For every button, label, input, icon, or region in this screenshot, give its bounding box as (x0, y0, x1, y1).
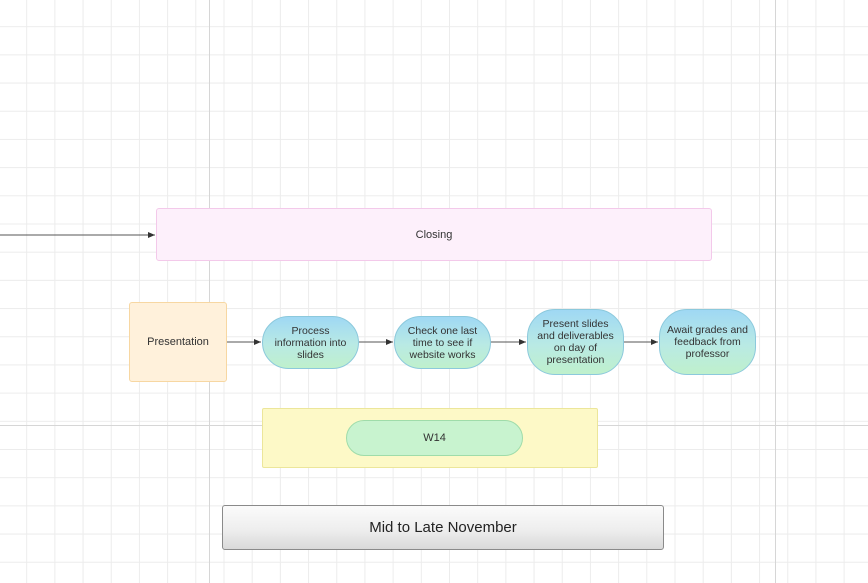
week-pill[interactable]: W14 (346, 420, 523, 456)
presentation-phase-box[interactable]: Presentation (129, 302, 227, 382)
step-label: Await grades and feedback from professor (667, 324, 748, 360)
step-present-slides[interactable]: Present slides and deliverables on day o… (527, 309, 624, 375)
closing-lane[interactable]: Closing (156, 208, 712, 261)
period-label: Mid to Late November (369, 518, 517, 536)
step-process-information[interactable]: Process information into slides (262, 316, 359, 369)
presentation-label: Presentation (147, 336, 209, 348)
week-container[interactable] (262, 408, 598, 468)
step-check-website[interactable]: Check one last time to see if website wo… (394, 316, 491, 369)
step-label: Check one last time to see if website wo… (407, 324, 478, 361)
grid-line-vertical (209, 0, 210, 583)
grid-line-vertical (775, 0, 776, 583)
step-label: Process information into slides (274, 324, 347, 361)
period-button[interactable]: Mid to Late November (222, 505, 664, 550)
week-label: W14 (423, 432, 446, 444)
step-await-grades[interactable]: Await grades and feedback from professor (659, 309, 756, 375)
closing-label: Closing (415, 228, 453, 241)
step-label: Present slides and deliverables on day o… (537, 318, 614, 366)
